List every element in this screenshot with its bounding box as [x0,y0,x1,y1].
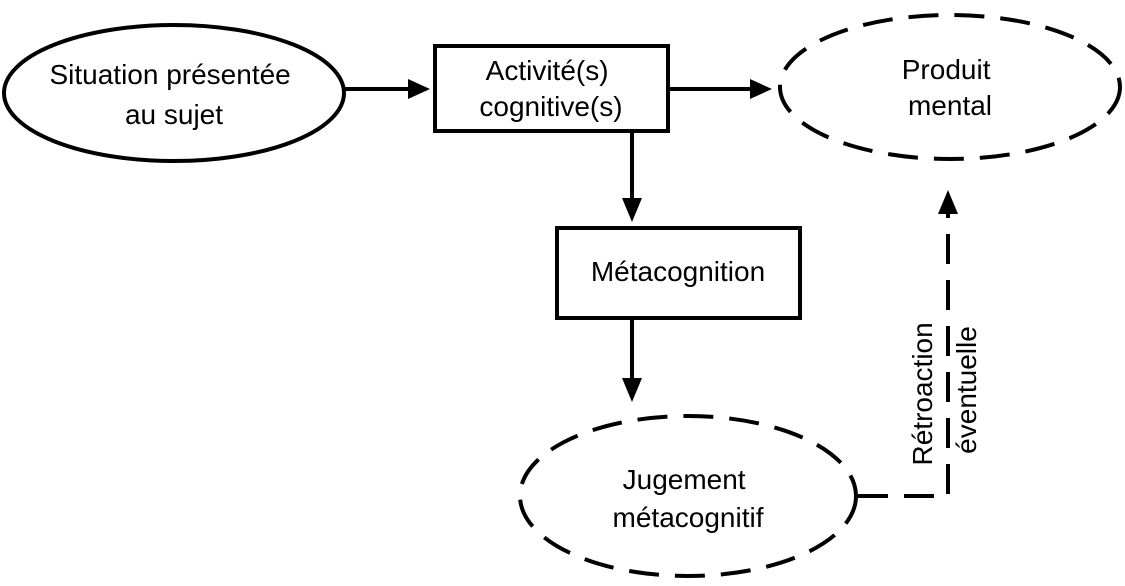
node-situation: Situation présentée au sujet [2,23,346,163]
arrowhead-jugement-in [622,378,642,402]
activite-label-line-1: Activité(s) [486,55,609,86]
node-metacognition: Métacognition [555,226,802,320]
jugement-label-line-1: Jugement [623,464,746,495]
produit-ellipse [778,13,1122,161]
situation-label-line-1: Situation présentée [49,59,290,90]
produit-label-line-2: mental [908,90,992,121]
activite-box [433,44,670,133]
arrowhead-activite-in [408,79,430,99]
arrowhead-metacognition-in [622,198,642,222]
feedback-label: Rétroaction éventuelle [907,315,982,466]
metacognition-label: Métacognition [591,256,765,287]
jugement-label-line-2: métacognitif [613,502,764,533]
situation-label-line-2: au sujet [125,99,223,130]
arrowhead-produit-feedback-in [938,190,958,214]
jugement-label: Jugement métacognitif [613,464,764,533]
node-jugement: Jugement métacognitif [518,414,858,578]
feedback-label-text: Rétroaction éventuelle [907,315,982,466]
edge-feedback-jugement-to-produit [858,214,950,498]
activite-label-line-2: cognitive(s) [479,91,622,122]
node-produit: Produit mental [778,13,1122,161]
jugement-ellipse [518,414,858,578]
arrowhead-produit-in [750,79,772,99]
produit-label-line-1: Produit [902,54,991,85]
produit-label: Produit mental [902,54,999,121]
activite-label: Activité(s) cognitive(s) [479,55,622,122]
situation-ellipse [2,23,346,163]
metacognition-box [555,226,802,320]
node-activite: Activité(s) cognitive(s) [433,44,670,133]
feedback-label-line-1: Rétroaction [907,322,938,465]
feedback-label-line-2: éventuelle [951,326,982,454]
situation-label: Situation présentée au sujet [49,59,298,130]
metacognition-label-line-1: Métacognition [591,256,765,287]
